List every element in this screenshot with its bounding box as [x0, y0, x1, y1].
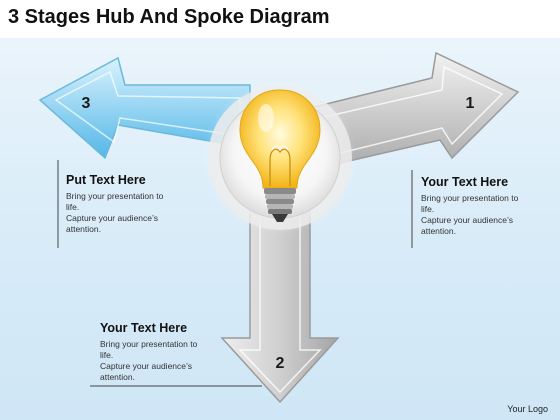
text-block-line: attention.	[100, 372, 135, 382]
title-bar	[0, 0, 560, 38]
logo-placeholder: Your Logo	[507, 404, 548, 414]
text-block-line: Capture your audience’s	[100, 361, 192, 371]
text-block-line: Bring your presentation to	[66, 191, 164, 201]
text-block-line: life.	[100, 350, 114, 360]
text-block-line: Bring your presentation to	[421, 193, 519, 203]
text-block-line: life.	[421, 204, 435, 214]
text-block-line: attention.	[421, 226, 456, 236]
stage-number-1: 1	[466, 95, 475, 112]
light-bulb-icon	[239, 89, 321, 222]
text-block-heading: Your Text Here	[421, 175, 509, 189]
text-block-line: Capture your audience’s	[66, 213, 158, 223]
text-block-line: Capture your audience’s	[421, 215, 513, 225]
text-block-heading: Put Text Here	[66, 173, 146, 187]
text-block-stage-3: Put Text Here Bring your presentation to…	[66, 173, 163, 235]
stage-number-3: 3	[82, 95, 91, 112]
text-block-stage-2: Your Text Here Bring your presentation t…	[100, 321, 197, 383]
page-title: 3 Stages Hub And Spoke Diagram	[8, 6, 330, 28]
stage-number-2: 2	[276, 355, 285, 372]
text-block-line: Bring your presentation to	[100, 339, 198, 349]
text-block-heading: Your Text Here	[100, 321, 188, 335]
text-block-line: attention.	[66, 224, 101, 234]
text-block-line: life.	[66, 202, 80, 212]
text-block-stage-1: Your Text Here Bring your presentation t…	[421, 175, 518, 237]
